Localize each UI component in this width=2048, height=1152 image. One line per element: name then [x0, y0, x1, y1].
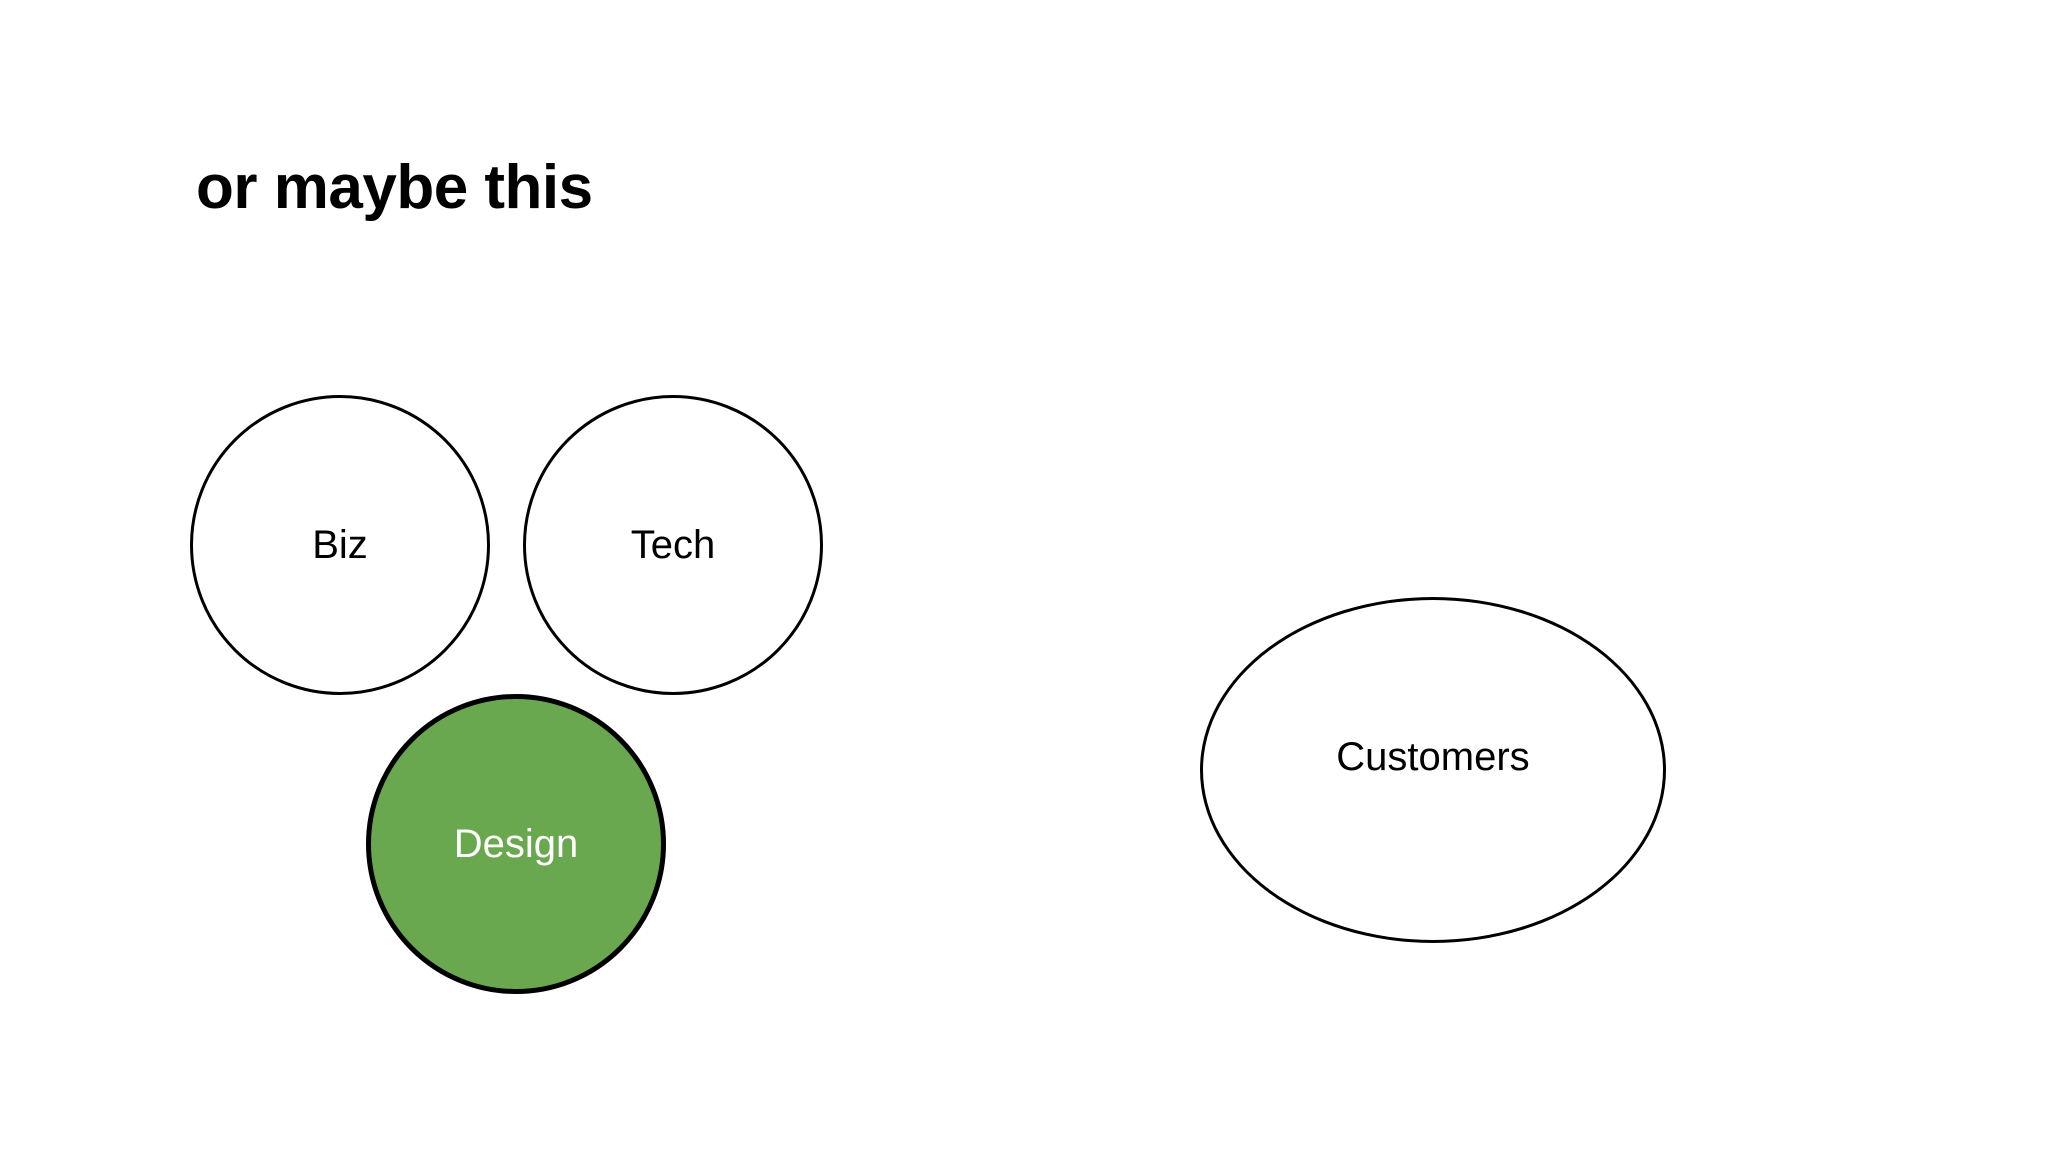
- shape-ellipse-customers[interactable]: Customers: [1200, 597, 1666, 943]
- shape-label-tech: Tech: [630, 523, 716, 567]
- shape-circle-biz[interactable]: Biz: [190, 395, 490, 695]
- shape-label-design: Design: [453, 822, 579, 866]
- page-title: or maybe this: [196, 153, 593, 222]
- shape-label-customers: Customers: [1336, 735, 1530, 779]
- shape-circle-design[interactable]: Design: [366, 694, 666, 994]
- shape-label-biz: Biz: [312, 523, 368, 567]
- shape-circle-tech[interactable]: Tech: [523, 395, 823, 695]
